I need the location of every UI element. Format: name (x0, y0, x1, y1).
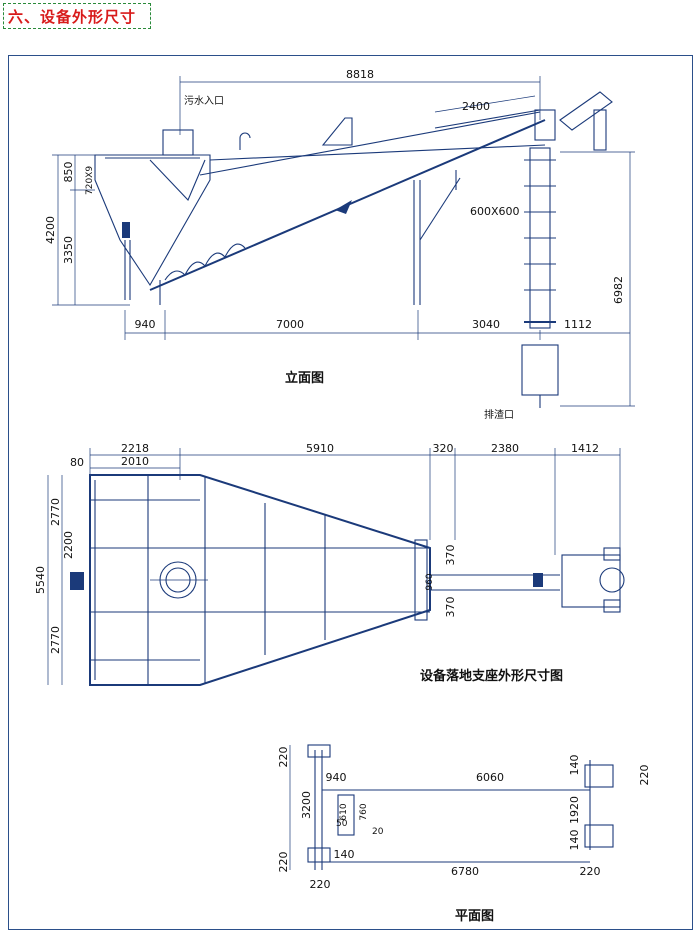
inlet-block (70, 572, 84, 590)
dim-8818: 8818 (346, 68, 374, 81)
discharge-outlet (521, 344, 559, 396)
dim-960: 960 (425, 573, 435, 590)
dim-6780: 6780 (451, 865, 479, 878)
dim-2770-bottom: 2770 (49, 626, 62, 654)
drive-base (561, 554, 621, 608)
dim-850: 850 (62, 162, 75, 183)
dim-2010: 2010 (121, 455, 149, 468)
dim-7000: 7000 (276, 318, 304, 331)
column-rings (524, 159, 556, 323)
conveyor-upper (434, 109, 541, 129)
spiral-flights (164, 243, 246, 281)
elevation-view: 8818 污水入口 2400 (44, 68, 635, 421)
dim-610: 610 (339, 803, 349, 820)
spine-block (533, 573, 543, 587)
dim-940: 940 (135, 318, 156, 331)
dim-1920: 1920 (568, 796, 581, 824)
dim-6060: 6060 (476, 771, 504, 784)
plan-title: 平面图 (455, 909, 494, 924)
plan-right-pad (584, 824, 614, 848)
drive-motor (599, 567, 625, 593)
conveyor-top (199, 111, 541, 176)
dim-line-2400 (434, 95, 536, 113)
inlet-label: 污水入口 (184, 95, 224, 107)
dim-3350: 3350 (62, 236, 75, 264)
dim-220-c: 220 (277, 852, 290, 873)
dim-320: 320 (433, 442, 454, 455)
plan-top-pad (307, 744, 331, 758)
drive-lug (603, 547, 621, 561)
dim-2380: 2380 (491, 442, 519, 455)
dim-2200: 2200 (62, 531, 75, 559)
dim-720x9: 720X9 (85, 166, 95, 195)
conveyor-cover (209, 144, 546, 161)
plan-mid-block (337, 794, 355, 836)
top-hopper (321, 117, 353, 146)
dim-2218: 2218 (121, 442, 149, 455)
flow-arrow-icon (335, 200, 352, 214)
spine-flange (414, 539, 428, 621)
dim-140-c: 140 (334, 848, 355, 861)
plan-view: 220 3200 220 940 6060 610 760 50 20 140 … (277, 744, 651, 924)
section-title: 六、设备外形尺寸 (8, 8, 137, 26)
motor (559, 91, 613, 131)
support-brace (419, 177, 461, 241)
dim-80: 80 (70, 456, 84, 469)
dim-5910: 5910 (306, 442, 334, 455)
dim-1412: 1412 (571, 442, 599, 455)
flange-mark (122, 222, 130, 238)
dim-140-b: 140 (568, 830, 581, 851)
elevation-title: 立面图 (285, 370, 324, 386)
dim-2400: 2400 (462, 100, 490, 113)
dim-20: 20 (372, 827, 384, 837)
dim-1112: 1112 (564, 318, 592, 331)
dim-370-bottom: 370 (444, 597, 457, 618)
dim-140-a: 140 (568, 755, 581, 776)
dim-220-a: 220 (277, 747, 290, 768)
motor-support (593, 109, 607, 151)
section-header: 六、设备外形尺寸 (3, 3, 151, 29)
inner-baffle (149, 159, 206, 201)
dim-3200: 3200 (300, 791, 313, 819)
discharge-label: 排渣口 (484, 408, 514, 421)
floor-plan-title: 设备落地支座外形尺寸图 (420, 668, 563, 684)
inlet-box (162, 129, 194, 156)
plan-right-pad (584, 764, 614, 788)
dim-4200: 4200 (44, 216, 57, 244)
floor-plan-view: 2218 2010 80 5910 320 2380 1412 (34, 442, 625, 686)
drawing-frame (8, 55, 693, 930)
dim-50: 50 (336, 819, 348, 829)
dim-940: 940 (326, 771, 347, 784)
tank-body (94, 154, 211, 287)
dim-600x600: 600X600 (470, 205, 520, 218)
dim-3040: 3040 (472, 318, 500, 331)
dim-220-b: 220 (638, 765, 651, 786)
dim-2770-top: 2770 (49, 498, 62, 526)
dim-220-e: 220 (310, 878, 331, 891)
plan-bottom-pad (307, 847, 331, 863)
dim-370-top: 370 (444, 545, 457, 566)
dim-220-d: 220 (580, 865, 601, 878)
dim-6982: 6982 (612, 276, 625, 304)
hook-fitting (239, 132, 251, 150)
dim-760: 760 (359, 803, 369, 820)
drive-lug (603, 599, 621, 613)
drive-housing (534, 109, 556, 141)
dim-5540: 5540 (34, 566, 47, 594)
support-frame (89, 474, 431, 686)
